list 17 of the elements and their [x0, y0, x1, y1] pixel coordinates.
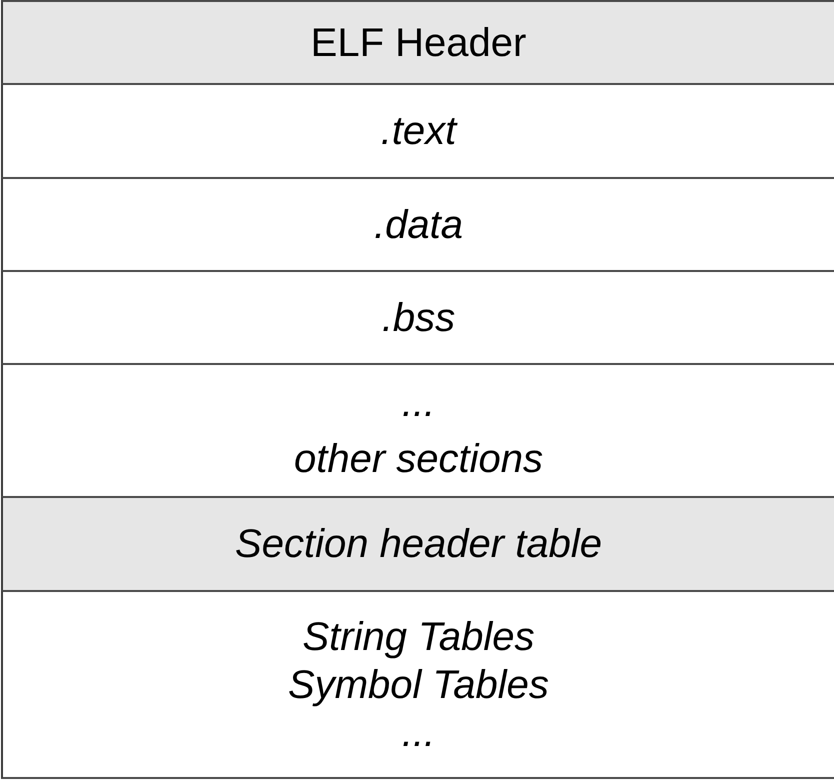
- table-band: [1, 590, 834, 779]
- section-label: ELF Header: [310, 21, 526, 65]
- section-band: [1, 363, 834, 496]
- section-label: .bss: [382, 296, 456, 340]
- section-label: String Tables: [302, 614, 534, 658]
- section-band: [1, 177, 834, 270]
- section-label: other sections: [294, 436, 544, 480]
- section-label: .text: [380, 109, 456, 153]
- section-label: ...: [402, 380, 436, 424]
- section-band: [1, 83, 834, 177]
- section-label: .data: [374, 202, 463, 246]
- header-table-band: [1, 496, 834, 590]
- section-label: ...: [402, 710, 436, 754]
- section-band: [1, 270, 834, 363]
- section-label: Section header table: [235, 522, 602, 566]
- header-band: [1, 0, 834, 84]
- section-label: Symbol Tables: [288, 662, 549, 706]
